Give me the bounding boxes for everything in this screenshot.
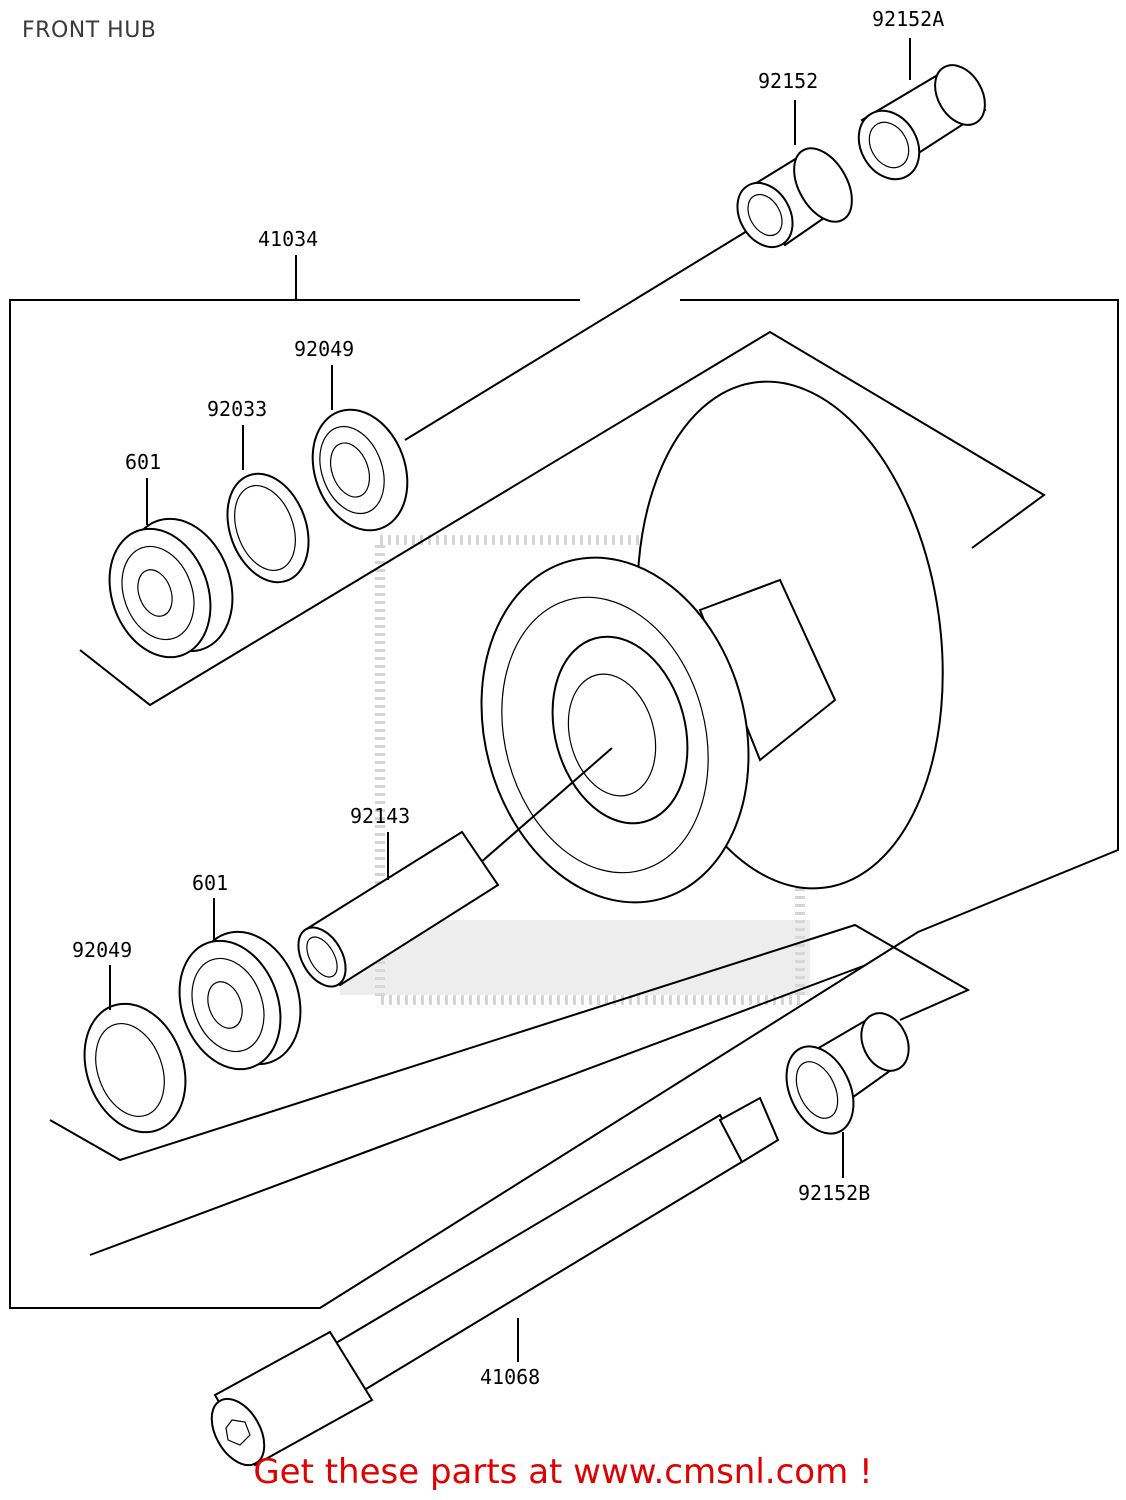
callout-601-top: 601 [125, 450, 161, 474]
bottom-bearing-shelf [49, 923, 971, 1162]
collar-92152A [857, 64, 987, 181]
callout-41068: 41068 [480, 1365, 540, 1389]
bearing-601-top [108, 517, 234, 659]
footer-banner: Get these parts at www.cmsnl.com ! [253, 1452, 873, 1492]
top-bearing-shelf [79, 330, 1046, 707]
callout-92033: 92033 [207, 397, 267, 421]
callout-92049-bottom: 92049 [72, 938, 132, 962]
spacer-92143 [297, 830, 500, 988]
collar-92152 [736, 147, 853, 248]
callout-41034: 41034 [258, 227, 318, 251]
collar-92152B [785, 1012, 910, 1135]
callout-92152B: 92152B [798, 1181, 870, 1205]
callout-92152: 92152 [758, 69, 818, 93]
shelf-line [89, 964, 867, 1256]
bearing-601-bottom [178, 930, 302, 1071]
assembly-frame-41034 [9, 299, 1119, 1309]
callout-92143: 92143 [350, 804, 410, 828]
circlip-92033 [226, 472, 310, 584]
seal-92049-top [311, 408, 409, 532]
page-title: FRONT HUB [22, 18, 157, 43]
callout-92049-top: 92049 [294, 337, 354, 361]
callout-92152A: 92152A [872, 7, 944, 31]
hub-body [480, 380, 944, 904]
axle-41068 [210, 1096, 780, 1467]
axis-leader [404, 227, 753, 441]
seal-92049-bottom [83, 1002, 187, 1134]
callout-601-bottom: 601 [192, 871, 228, 895]
